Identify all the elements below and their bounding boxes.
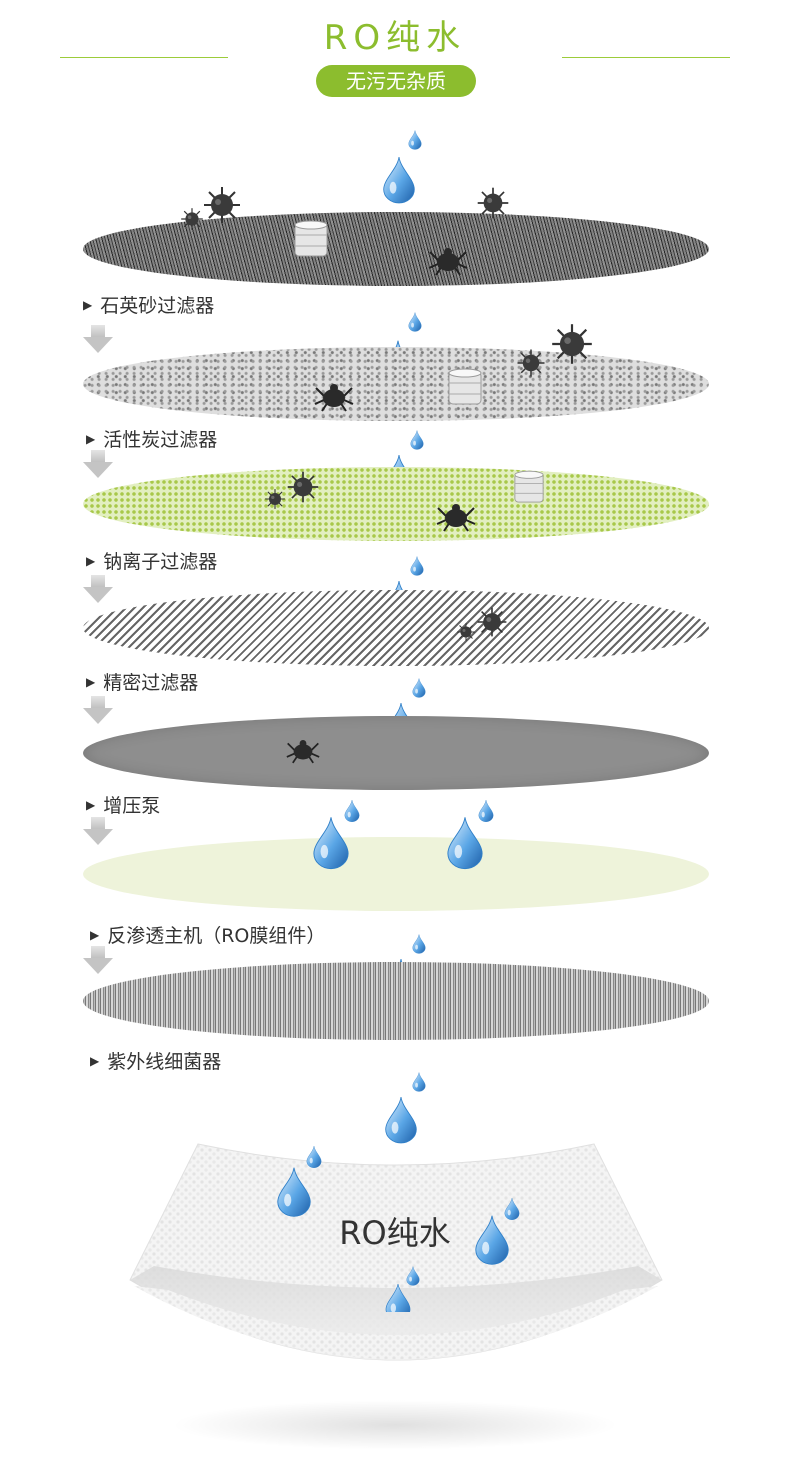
barrel-icon [514,470,544,503]
mite-icon [286,739,320,764]
bacteria-icon [180,186,241,231]
down-arrow-icon [83,575,113,603]
stage-label-6: ▶反渗透主机（RO膜组件） [90,925,326,947]
filter-layer-precision [83,590,709,666]
mite-icon [436,503,476,532]
mite-icon [314,383,354,412]
title-rule-left [60,57,228,58]
stage-label-3: ▶钠离子过滤器 [86,551,218,573]
stage-label-5: ▶增压泵 [86,795,161,817]
basin-shadow [170,1400,620,1450]
filter-layer-booster-pump [83,716,709,790]
down-arrow-icon [83,325,113,353]
marker-icon: ▶ [90,927,100,942]
barrel-icon [294,220,328,257]
down-arrow-icon [83,817,113,845]
stage-label-1: ▶石英砂过滤器 [83,295,215,317]
marker-icon: ▶ [86,553,96,568]
marker-icon: ▶ [83,297,93,312]
water-drop-icon [313,800,360,870]
filter-layer-sodium-ion [83,467,709,541]
bacteria-icon [516,323,593,378]
barrel-icon [448,368,482,405]
down-arrow-icon [83,696,113,724]
filter-layer-uv-sterilizer [83,962,709,1040]
stage-label-4: ▶精密过滤器 [86,672,199,694]
marker-icon: ▶ [90,1053,100,1068]
marker-icon: ▶ [86,797,96,812]
mite-icon [428,247,468,276]
marker-icon: ▶ [86,431,96,446]
page-title: RO纯水 [323,18,467,58]
bacteria-icon [476,186,510,220]
water-drop-icon [385,1266,420,1312]
filter-layer-ro-membrane [83,837,709,911]
basin-label: RO纯水 [339,1214,451,1252]
stage-label-7: ▶紫外线细菌器 [90,1051,222,1073]
title-rule-right [562,57,730,58]
marker-icon: ▶ [86,674,96,689]
bacteria-icon [456,606,508,642]
filter-layer-quartz-sand [83,212,709,286]
filter-layer-activated-carbon [83,347,709,421]
water-drop-icon [383,130,422,204]
water-drop-icon [447,800,494,870]
water-drop-icon [385,1072,426,1144]
bacteria-icon [264,470,320,510]
down-arrow-icon [83,450,113,478]
stage-label-2: ▶活性炭过滤器 [86,429,218,451]
ro-water-basin [129,1143,663,1361]
down-arrow-icon [83,946,113,974]
subtitle-badge: 无污无杂质 [316,65,476,97]
